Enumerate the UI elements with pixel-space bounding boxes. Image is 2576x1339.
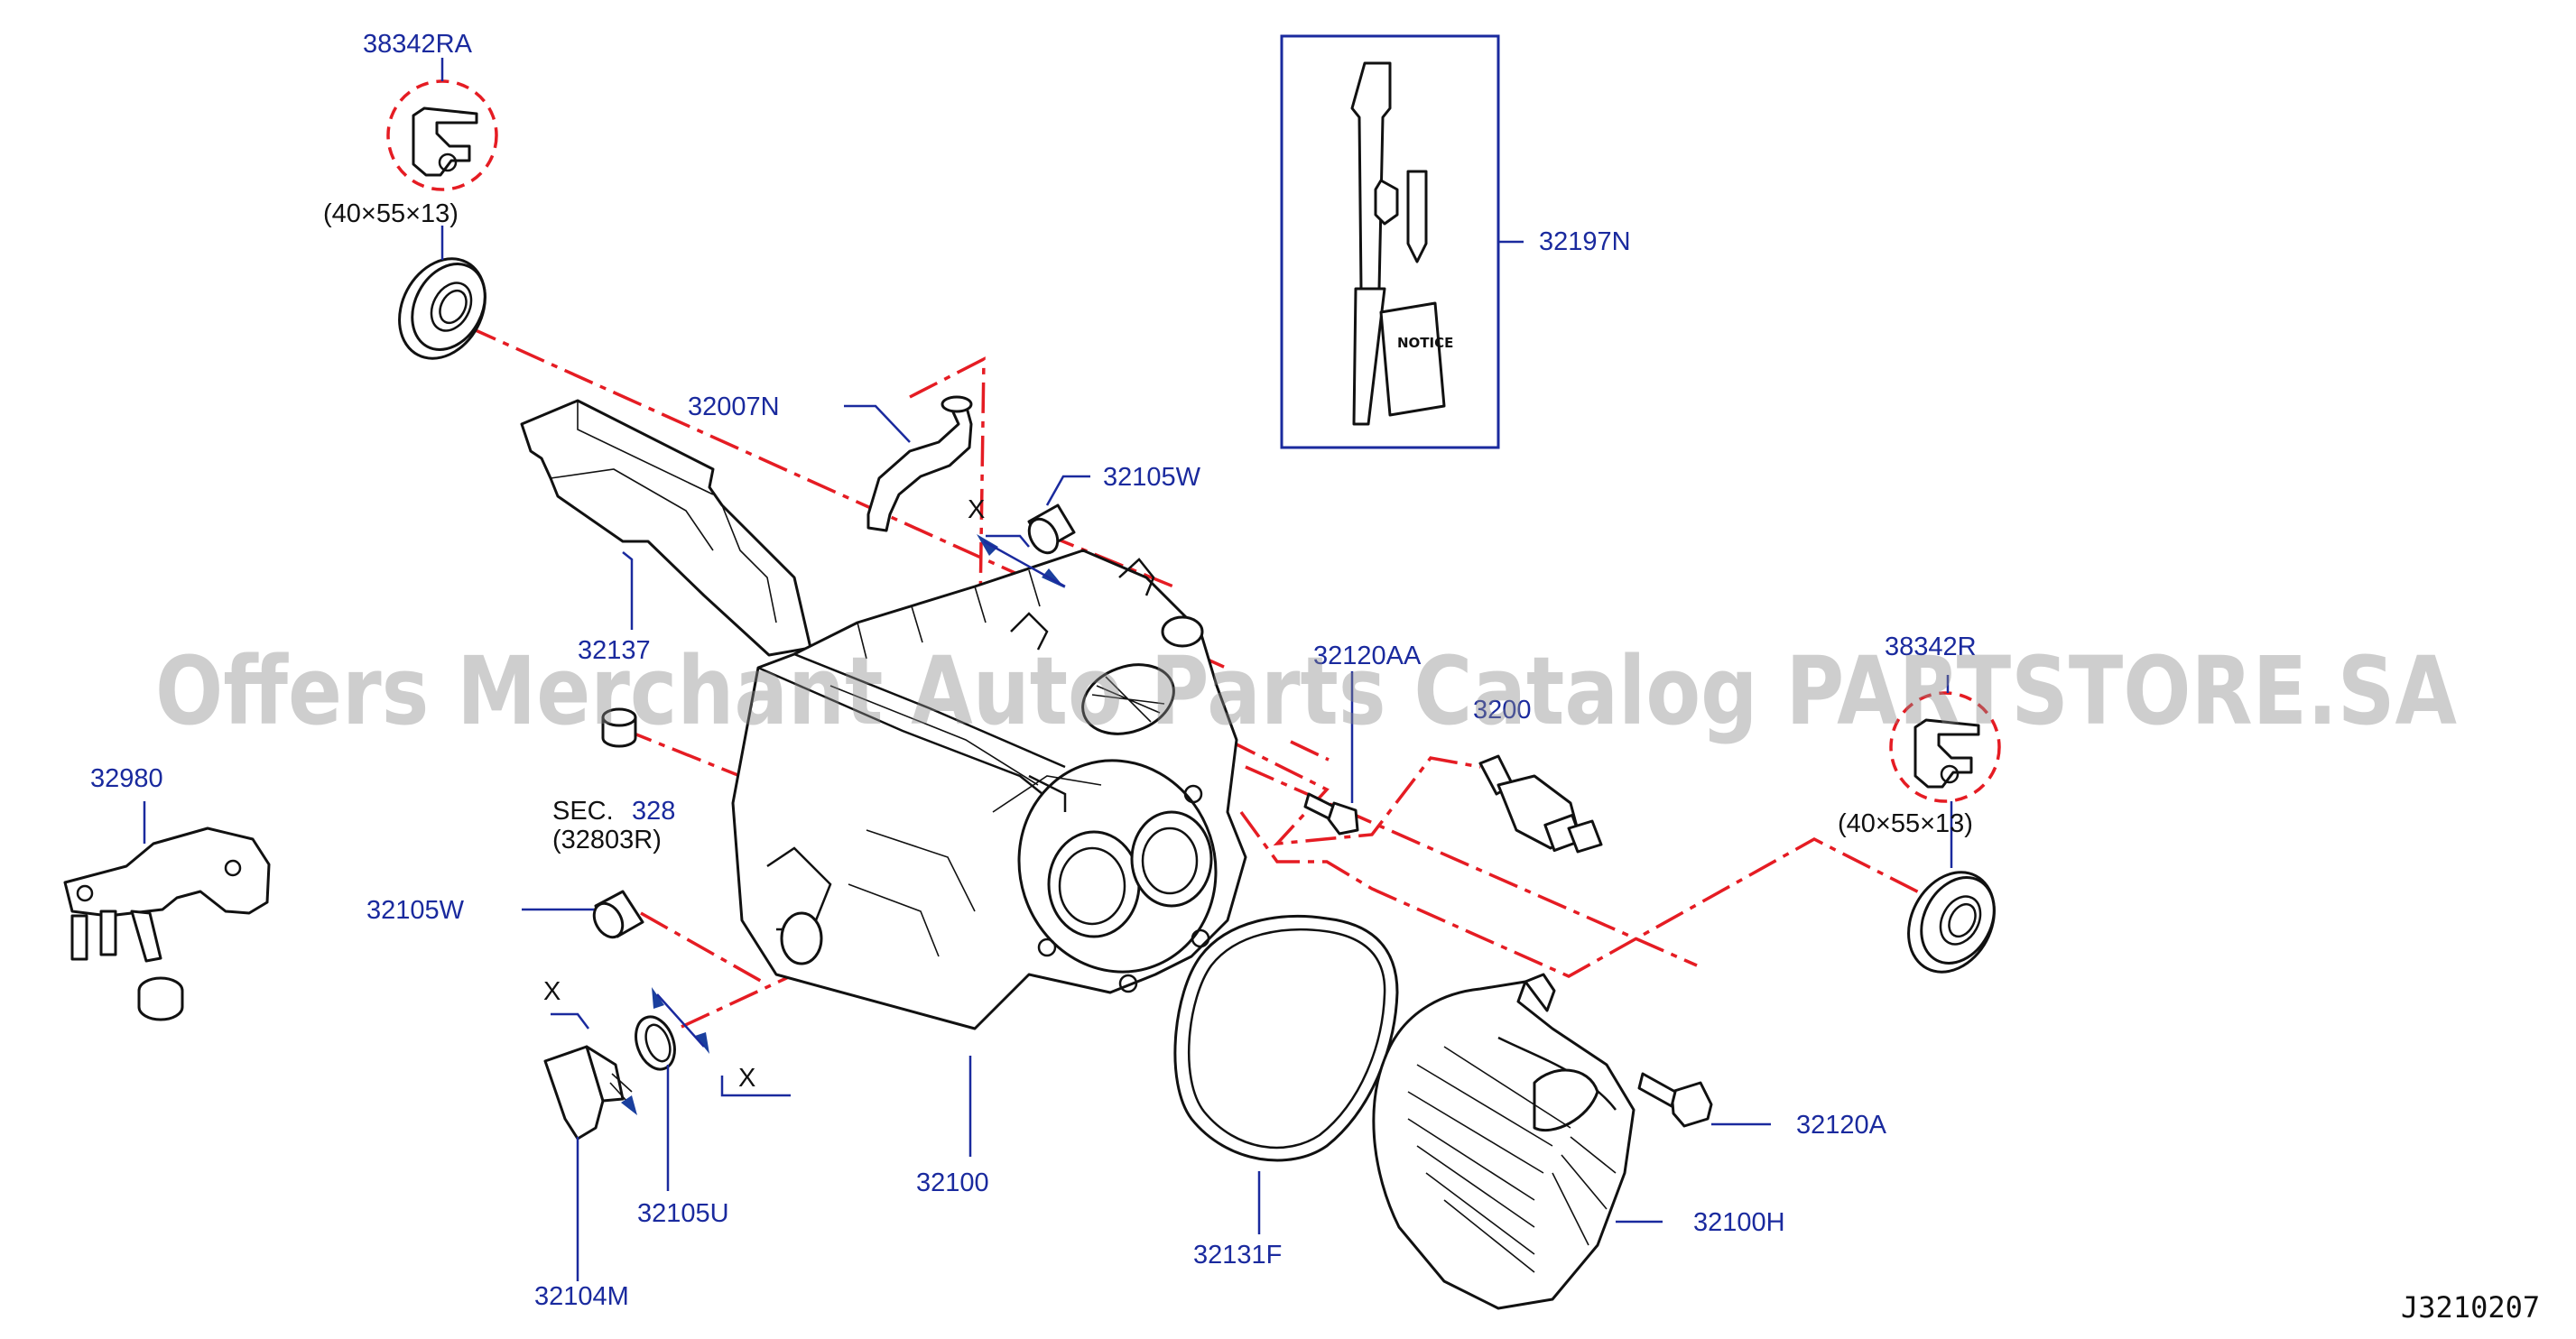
centerline-right-bearing	[1239, 810, 1922, 978]
shift-bracket-32980	[63, 826, 271, 1021]
direction-arrows	[621, 534, 1066, 1115]
label-32007n: 32007N	[688, 392, 780, 421]
label-x-top: X	[968, 495, 985, 524]
part-number-labels: 38342RA (40×55×13) 32197N 32007N 32105W …	[90, 30, 2540, 1325]
centerline-breather	[909, 356, 986, 669]
bushing-32105w-left	[592, 890, 644, 939]
bushing-32105w-top	[1027, 503, 1076, 555]
label-size-right: (40×55×13)	[1838, 809, 1973, 838]
breather-hose-32007n	[866, 395, 973, 532]
label-sec-part: (32803R)	[552, 826, 662, 854]
centerline-bolt-32120aa	[1290, 740, 1330, 762]
gasket-32131f	[1173, 914, 1399, 1162]
oil-seal-38342r-detail	[1913, 718, 1980, 789]
centerline-plug	[681, 973, 795, 1029]
label-size-top: (40×55×13)	[323, 199, 459, 228]
label-32100: 32100	[916, 1168, 989, 1197]
label-32105w-top: 32105W	[1103, 463, 1201, 492]
snap-ring-32105u	[635, 1015, 676, 1071]
bearing-right	[1907, 871, 1996, 974]
label-38342r: 38342R	[1885, 633, 1977, 661]
notice-booklet	[1379, 301, 1446, 417]
dipstick-kit-32197n: NOTICE	[1280, 34, 1500, 449]
bolt-32120aa	[1303, 792, 1359, 836]
drawing-reference: J3210207	[2401, 1290, 2540, 1325]
arrow-top-in	[977, 534, 998, 556]
centerline-sensor	[1227, 738, 1481, 846]
label-32197n: 32197N	[1539, 227, 1631, 256]
baffle-plate-32137	[520, 399, 812, 657]
label-32131f: 32131F	[1193, 1241, 1282, 1270]
label-32105u: 32105U	[637, 1199, 729, 1228]
label-32105w-left: 32105W	[366, 896, 465, 925]
detail-circle-38342r	[1889, 691, 2001, 803]
centerline-left-bushing	[640, 911, 766, 985]
label-32120a: 32120A	[1796, 1111, 1887, 1140]
label-sec: SEC.	[552, 797, 614, 826]
label-32980: 32980	[90, 764, 163, 793]
label-32137: 32137	[578, 636, 651, 665]
label-32120aa: 32120AA	[1313, 642, 1422, 670]
label-x-left: X	[543, 977, 561, 1006]
oil-seal-38342ra-detail	[412, 106, 478, 177]
bearing-left	[398, 257, 486, 360]
notice-text: NOTICE	[1397, 335, 1453, 351]
label-32104m: 32104M	[534, 1282, 629, 1311]
seal-sec328	[601, 707, 637, 748]
label-32100h: 32100H	[1693, 1208, 1785, 1237]
leader-lines	[143, 58, 1953, 1281]
bolt-32120a	[1637, 1072, 1713, 1128]
housing-cover-32100h	[1372, 973, 1635, 1310]
watermark-text: Offers Merchant Auto Parts Catalog PARTS…	[155, 636, 2457, 746]
label-x-bottom: X	[738, 1064, 755, 1093]
arrow-left-in	[652, 987, 664, 1009]
label-sec-number: 328	[632, 797, 675, 826]
sensor-switch	[1478, 754, 1603, 854]
label-38342ra: 38342RA	[363, 30, 473, 59]
arrow-plug	[621, 1095, 637, 1115]
transaxle-case-32100	[731, 549, 1247, 1030]
plug-32104m	[543, 1045, 633, 1140]
label-3200-partial: 3200	[1473, 696, 1532, 725]
